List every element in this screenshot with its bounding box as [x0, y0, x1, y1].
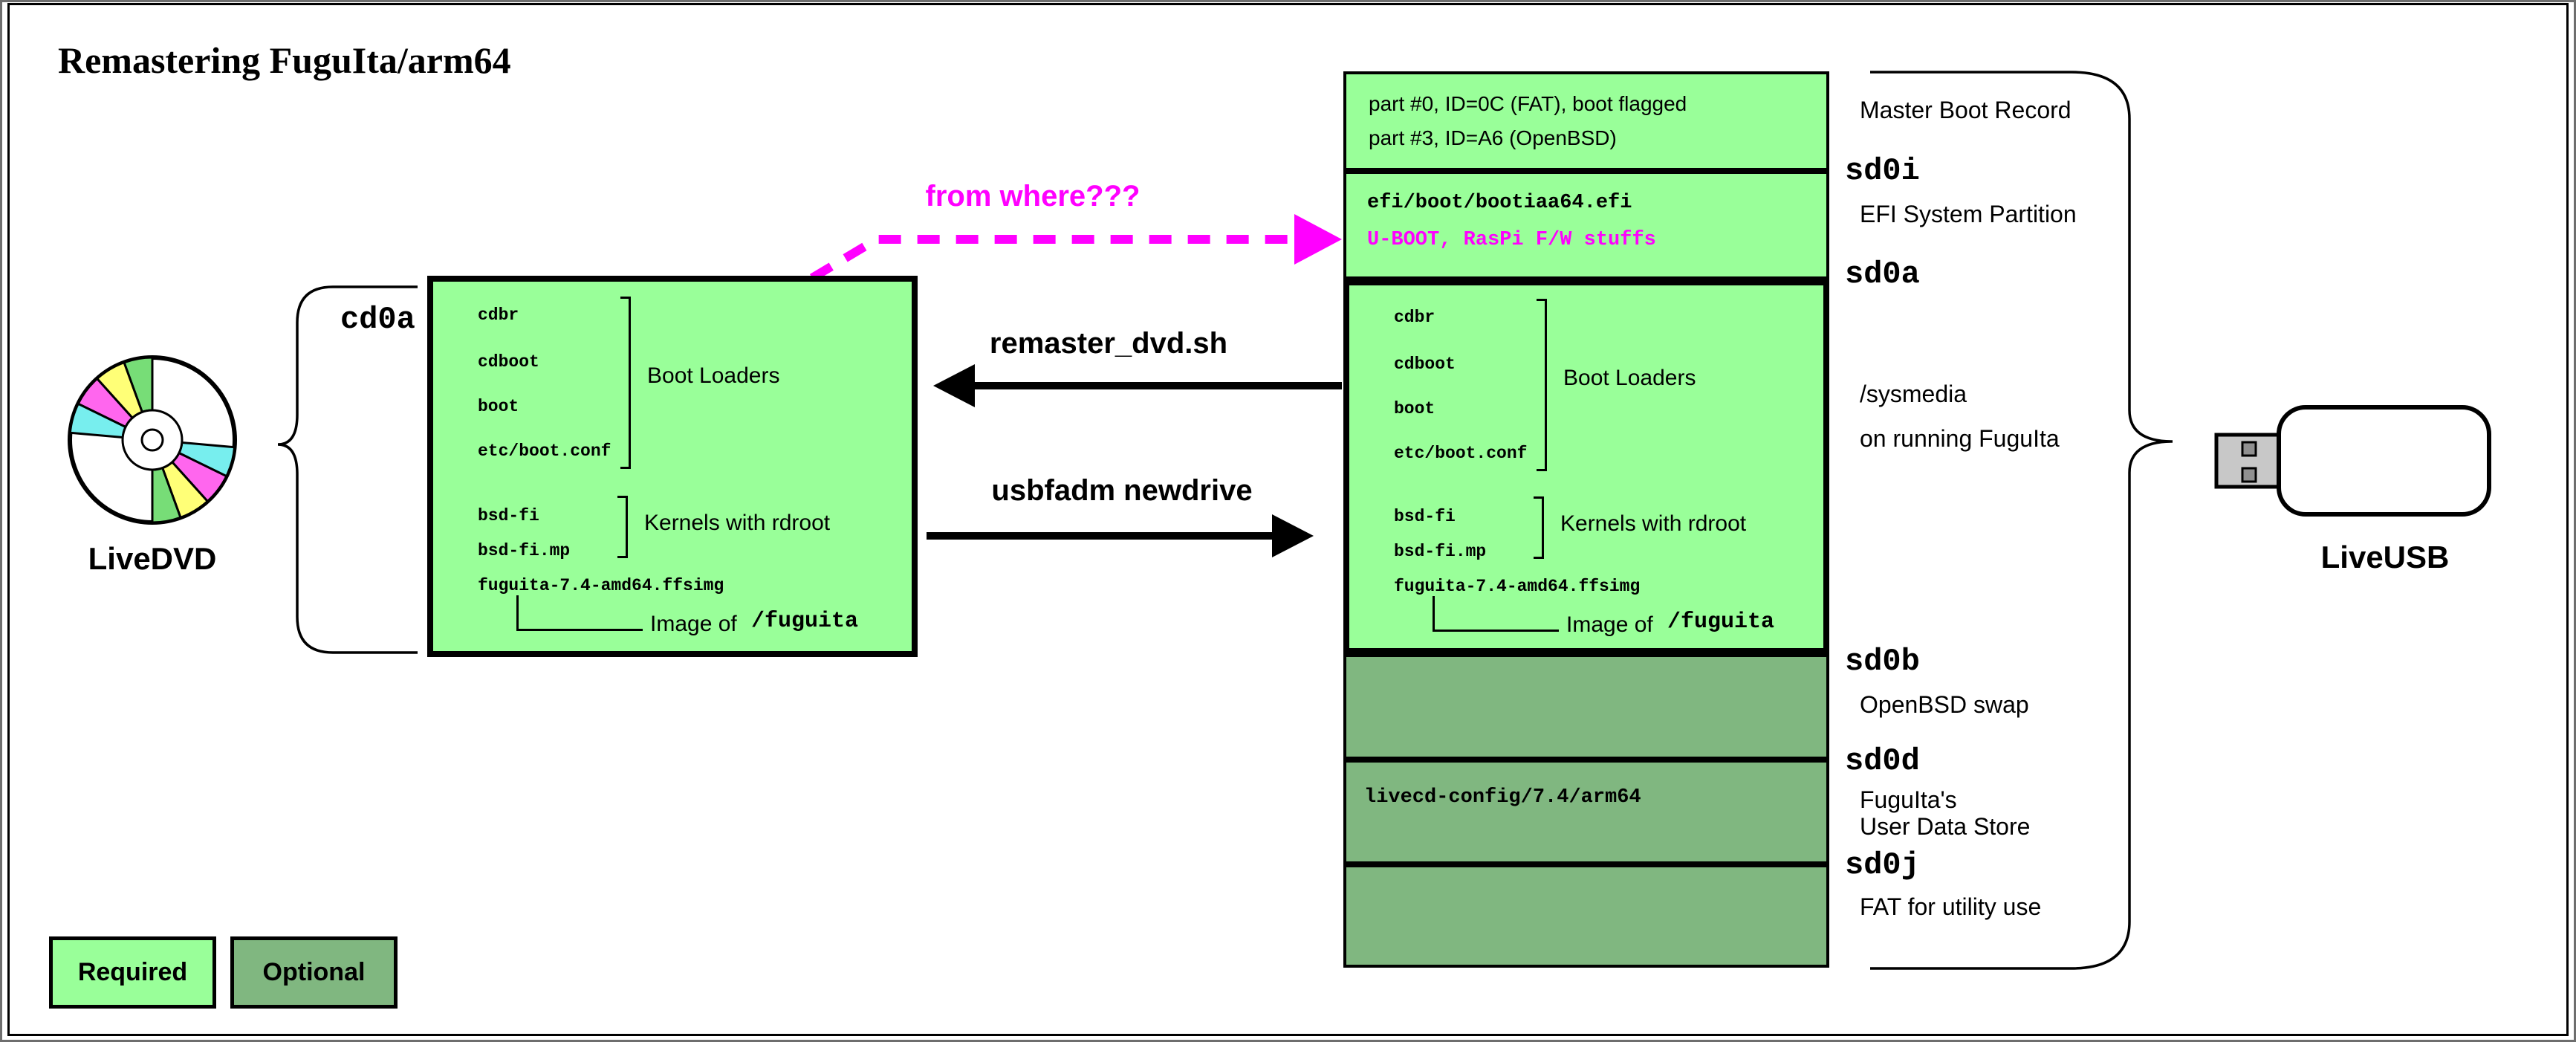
newdrive-arrowhead [1272, 514, 1314, 557]
file-cdboot: cdboot [478, 352, 539, 372]
swap-partition-box [1343, 654, 1829, 760]
from-where-arrowhead [1294, 214, 1342, 265]
file-bsd-fi-mp: bsd-fi.mp [1394, 542, 1487, 561]
legend-optional: Optional [230, 936, 398, 1009]
liveusb-label: LiveUSB [2320, 540, 2450, 575]
livecd-config-path: livecd-config/7.4/arm64 [1364, 786, 1641, 809]
sd0j-label: sd0j [1845, 847, 1920, 883]
efi-bootloader-file: efi/boot/bootiaa64.efi [1367, 192, 1632, 214]
legend-optional-label: Optional [262, 958, 366, 986]
sd0j-desc: FAT for utility use [1860, 893, 2042, 920]
newdrive-command-label: usbfadm newdrive [991, 474, 1253, 507]
legend-required: Required [49, 936, 216, 1009]
sd0a-desc-sysmedia: /sysmedia [1860, 381, 1967, 407]
userdata-partition-box: livecd-config/7.4/arm64 [1343, 760, 1829, 864]
file-boot-conf: etc/boot.conf [478, 441, 611, 461]
file-boot: boot [1394, 399, 1435, 418]
cd0a-partition-label: cd0a [340, 302, 415, 337]
dvd-hole [140, 428, 164, 452]
from-where-label: from where??? [925, 180, 1141, 213]
from-where-arrow [809, 235, 1308, 282]
sd0a-desc-running: on running FuguIta [1860, 425, 2060, 452]
file-bsd-fi: bsd-fi [1394, 507, 1456, 526]
sd0i-label: sd0i [1845, 153, 1920, 189]
sd0d-desc-line2: User Data Store [1860, 813, 2031, 840]
file-boot-conf: etc/boot.conf [1394, 444, 1528, 463]
sd0a-label: sd0a [1845, 256, 1920, 292]
kernels-label: Kernels with rdroot [644, 511, 831, 535]
efi-partition-box: efi/boot/bootiaa64.efi U-BOOT, RasPi F/W… [1343, 171, 1829, 279]
image-of-connector [1433, 596, 1559, 632]
sd0d-desc-line1: FuguIta's [1860, 786, 1957, 813]
file-bsd-fi-mp: bsd-fi.mp [478, 541, 571, 560]
image-of-label: Image of [1566, 612, 1653, 637]
usb-stick-icon [2214, 405, 2491, 517]
mbr-label: Master Boot Record [1860, 97, 2071, 123]
file-ffsimg: fuguita-7.4-amd64.ffsimg [478, 576, 724, 595]
file-bsd-fi: bsd-fi [478, 506, 539, 525]
boot-loaders-bracket [620, 297, 631, 469]
sd0b-label: sd0b [1845, 644, 1920, 679]
sd0d-label: sd0d [1845, 743, 1920, 779]
image-of-label: Image of [650, 612, 737, 636]
kernels-bracket [1534, 496, 1544, 559]
file-cdboot: cdboot [1394, 355, 1456, 374]
remaster-arrowhead [933, 364, 975, 407]
mbr-box: part #0, ID=0C (FAT), boot flagged part … [1343, 71, 1829, 171]
kernels-label: Kernels with rdroot [1560, 511, 1747, 536]
boot-loaders-label: Boot Loaders [647, 363, 780, 388]
legend-required-label: Required [77, 958, 188, 986]
left-brace [277, 285, 418, 654]
file-cdbr: cdbr [478, 305, 519, 325]
image-of-connector [516, 595, 643, 631]
fat-partition-box [1343, 864, 1829, 968]
file-ffsimg: fuguita-7.4-amd64.ffsimg [1394, 577, 1641, 596]
file-cdbr: cdbr [1394, 308, 1435, 327]
right-brace [1870, 71, 2173, 970]
efi-uboot-text: U-BOOT, RasPi F/W stuffs [1367, 229, 1656, 251]
usb-connector-pin-1 [2241, 441, 2257, 457]
page-title: Remastering FuguIta/arm64 [58, 39, 511, 81]
sd0b-desc: OpenBSD swap [1860, 691, 2029, 718]
mbr-part3-text: part #3, ID=A6 (OpenBSD) [1369, 126, 1617, 149]
usb-connector-pin-2 [2241, 467, 2257, 483]
sd0i-desc: EFI System Partition [1860, 201, 2077, 227]
boot-loaders-label: Boot Loaders [1563, 366, 1696, 390]
boot-loaders-bracket [1537, 299, 1547, 471]
remaster-script-label: remaster_dvd.sh [989, 327, 1228, 360]
file-boot: boot [478, 397, 519, 416]
mbr-part0-text: part #0, ID=0C (FAT), boot flagged [1369, 92, 1687, 115]
image-of-target: /fuguita [1667, 609, 1775, 635]
kernels-bracket [617, 496, 628, 558]
image-of-target: /fuguita [751, 609, 859, 634]
livedvd-label: LiveDVD [88, 541, 217, 576]
usb-body [2277, 405, 2491, 517]
dvd-filesystem-box: cdbr cdboot boot etc/boot.conf Boot Load… [427, 276, 918, 657]
dvd-disc-icon [68, 355, 237, 525]
usb-filesystem-box: cdbr cdboot boot etc/boot.conf Boot Load… [1343, 279, 1829, 654]
